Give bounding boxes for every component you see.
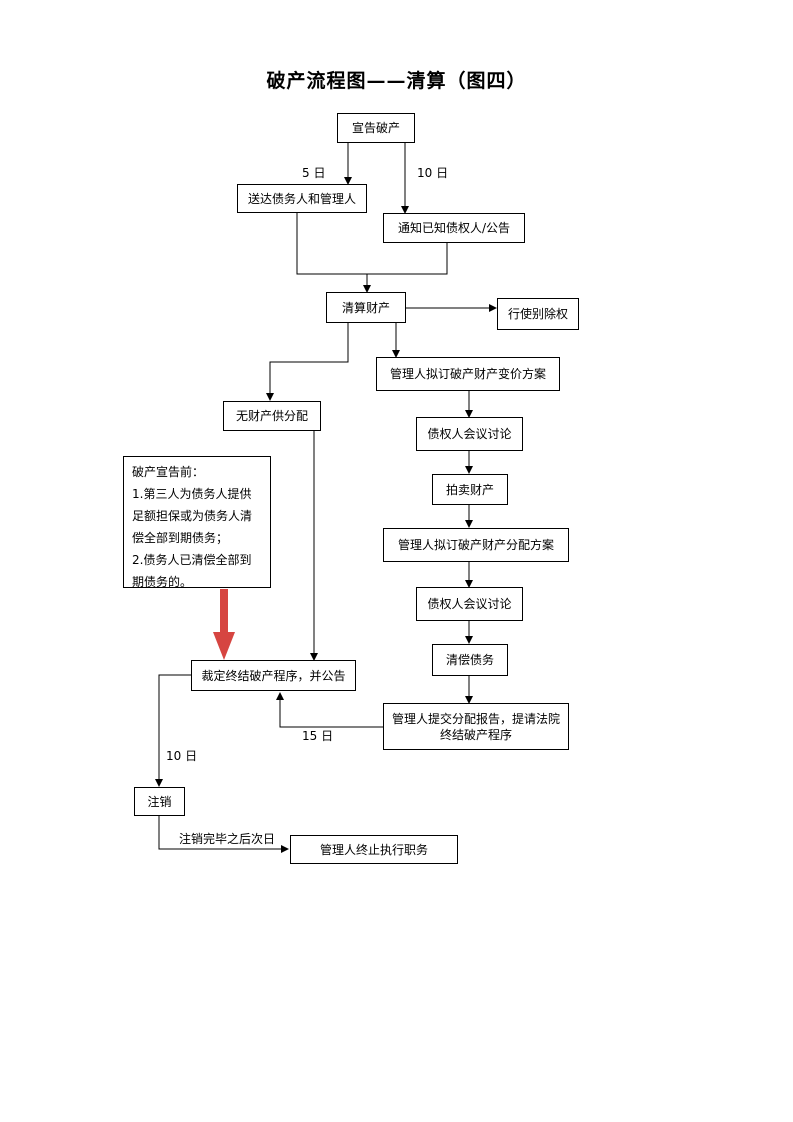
node-exercise-right: 行使别除权: [497, 298, 579, 330]
node-plan-distribute: 管理人拟订破产财产分配方案: [383, 528, 569, 562]
condition-note: 破产宣告前： 1.第三人为债务人提供 足额担保或为债务人清 偿全部到期债务； 2…: [123, 456, 271, 589]
node-cancel: 注销: [134, 787, 185, 816]
arrow-liquidate-no-property: [266, 322, 349, 401]
node-auction: 拍卖财产: [432, 474, 508, 505]
arrow-terminate-cancel: [155, 674, 191, 787]
label-10-days-top: 10 日: [417, 166, 449, 180]
node-plan-sale: 管理人拟订破产财产变价方案: [376, 357, 560, 391]
note-line: 期债务的。: [132, 575, 193, 589]
label-10-days-bottom: 10 日: [166, 749, 198, 763]
connector-deliver-merge: [296, 212, 448, 275]
node-report-line: 管理人提交分配报告，提请法院: [391, 711, 560, 726]
node-report-line: 终结破产程序: [439, 727, 512, 742]
label-5-days: 5 日: [302, 166, 326, 180]
node-admin-end: 管理人终止执行职务: [290, 835, 458, 864]
node-declare-bankruptcy: 宣告破产: [337, 113, 415, 143]
arrow-report-terminate: [276, 692, 383, 728]
node-deliver: 送达债务人和管理人: [237, 184, 367, 213]
node-liquidate: 清算财产: [326, 292, 406, 323]
label-after-cancel: 注销完毕之后次日: [179, 832, 276, 846]
note-line: 偿全部到期债务；: [132, 531, 229, 545]
page-title: 破产流程图——清算（图四）: [266, 70, 527, 92]
note-line: 2.债务人已清偿全部到: [132, 553, 252, 567]
node-no-property: 无财产供分配: [223, 401, 321, 431]
node-creditors-meeting-2: 债权人会议讨论: [416, 587, 523, 621]
node-creditors-meeting-1: 债权人会议讨论: [416, 417, 523, 451]
highlight-arrow: [213, 589, 235, 660]
note-line: 1.第三人为债务人提供: [132, 487, 252, 501]
node-notify: 通知已知债权人/公告: [383, 213, 525, 243]
arrow-cancel-admin-end: [158, 816, 289, 853]
note-line: 足额担保或为债务人清: [132, 509, 253, 523]
label-15-days: 15 日: [302, 729, 334, 743]
node-terminate: 裁定终结破产程序，并公告: [191, 660, 356, 691]
node-report: 管理人提交分配报告，提请法院 终结破产程序: [383, 703, 569, 750]
node-repay: 清偿债务: [432, 644, 508, 676]
note-heading: 破产宣告前：: [132, 465, 205, 479]
